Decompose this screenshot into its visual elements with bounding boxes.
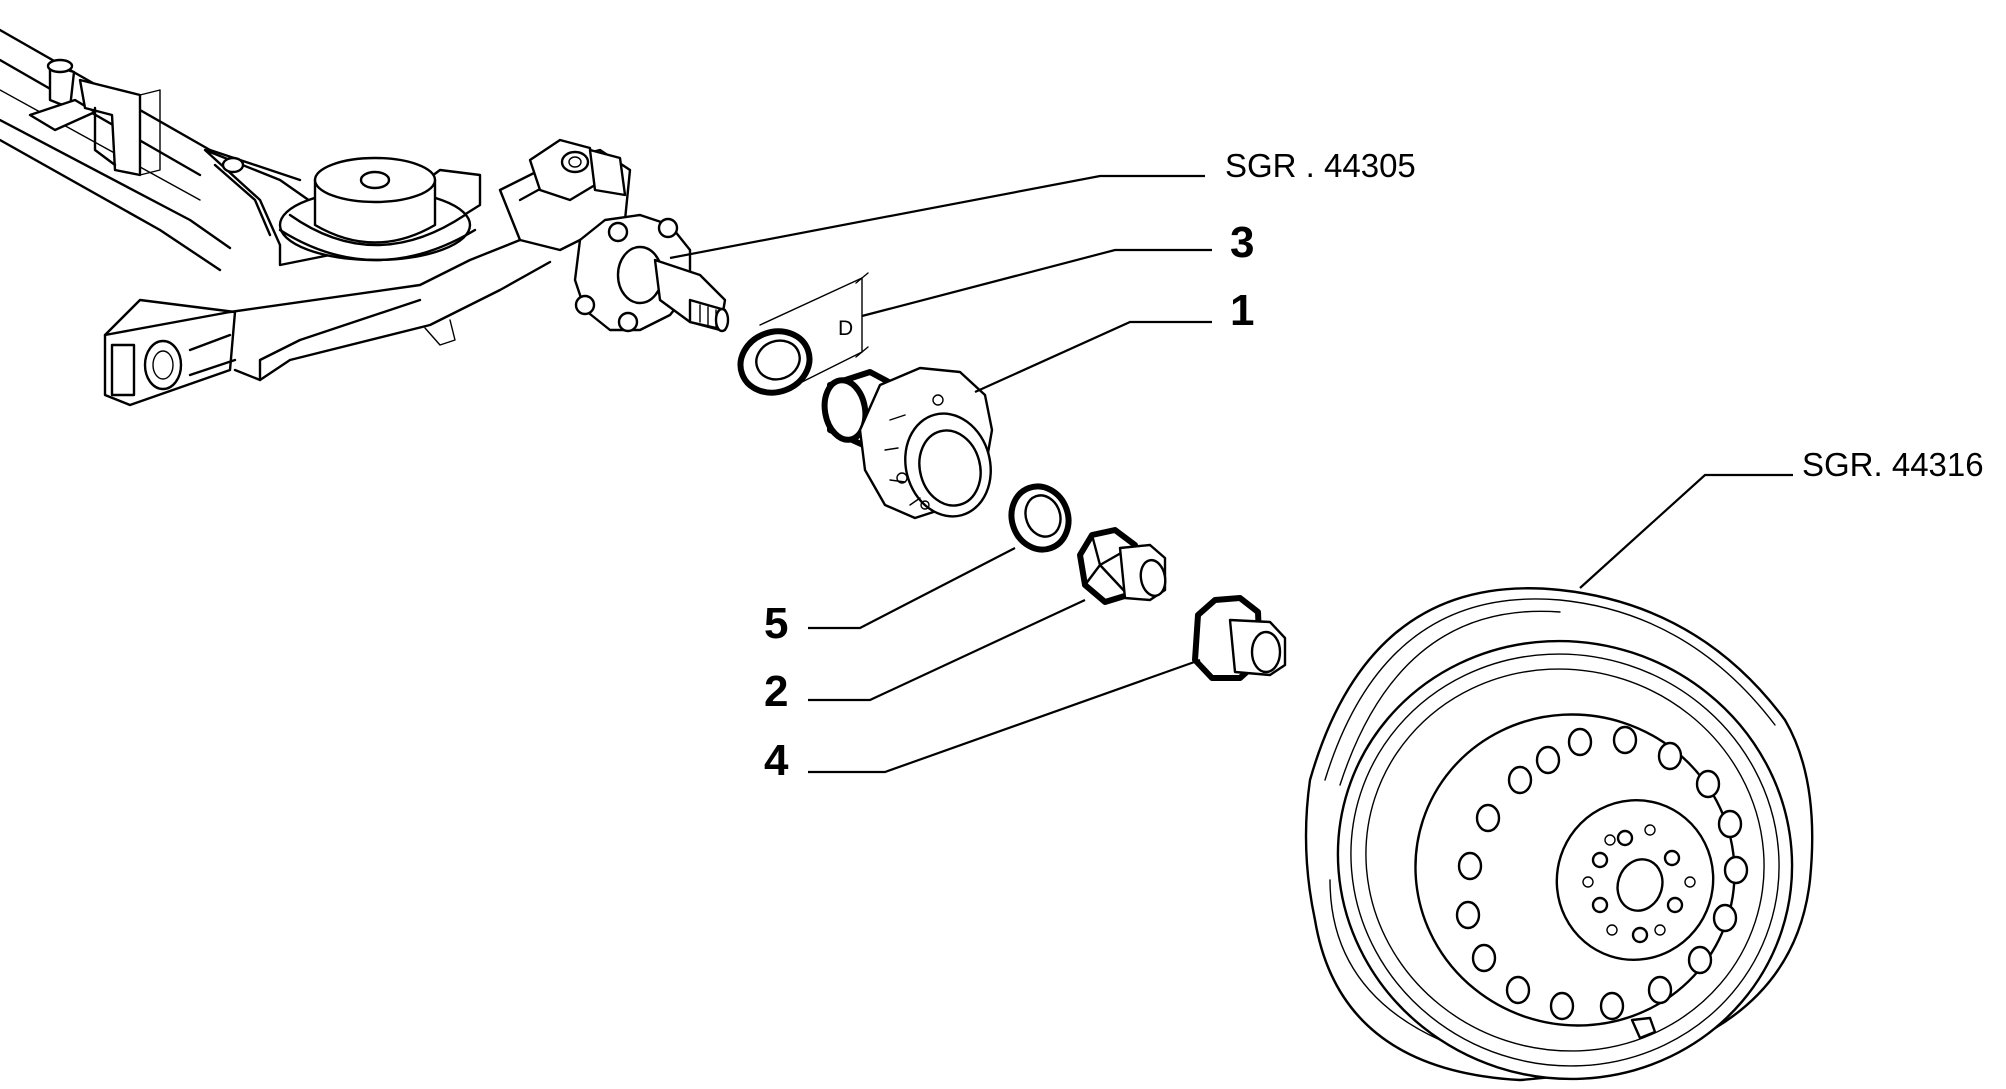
callout-5: 5 bbox=[764, 599, 788, 648]
callout-3: 3 bbox=[1230, 218, 1254, 267]
steel-wheel bbox=[1304, 587, 1814, 1082]
ref-label-wheel: SGR. 44316 bbox=[1802, 446, 1984, 483]
dimension-label: D bbox=[838, 317, 853, 340]
part-1-wheel-hub bbox=[821, 366, 994, 520]
part-3-seal-ring: D bbox=[737, 272, 869, 396]
rear-axle-beam bbox=[0, 28, 730, 407]
vent-holes bbox=[1455, 725, 1749, 1021]
part-4-dust-cap bbox=[1192, 595, 1287, 681]
callout-1: 1 bbox=[1230, 286, 1254, 335]
callout-4: 4 bbox=[764, 736, 789, 785]
callout-2: 2 bbox=[764, 667, 788, 716]
ref-label-upper: SGR . 44305 bbox=[1225, 147, 1416, 184]
part-5-bearing bbox=[1008, 483, 1072, 553]
part-2-hub-nut bbox=[1077, 527, 1167, 605]
leader-lines bbox=[669, 174, 1793, 774]
